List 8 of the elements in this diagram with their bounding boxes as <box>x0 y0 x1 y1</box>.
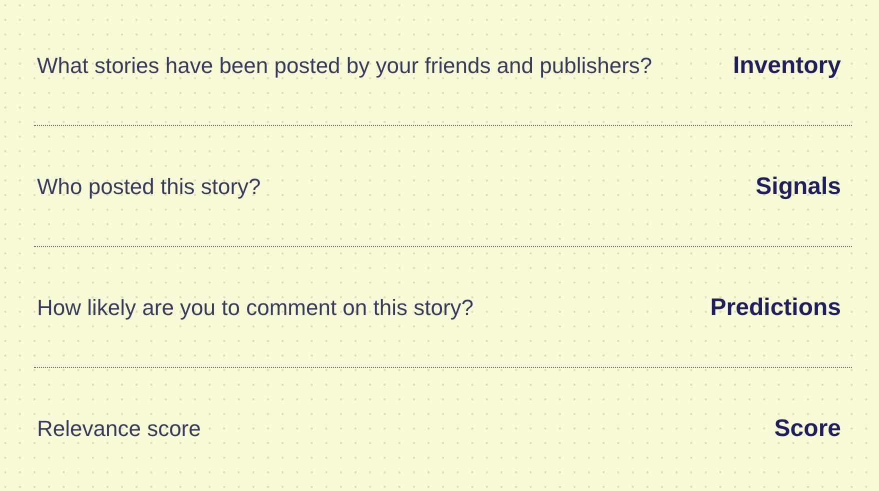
question-text: Who posted this story? <box>37 172 261 200</box>
stage-label: Score <box>774 414 841 444</box>
stage-label: Inventory <box>732 50 841 80</box>
question-text: Relevance score <box>37 414 201 442</box>
question-text: What stories have been posted by your friends and publishers? <box>37 52 652 80</box>
question-text: How likely are you to comment on this story? <box>37 294 474 322</box>
stage-label: Signals <box>756 172 841 202</box>
stage-label: Predictions <box>710 292 841 322</box>
